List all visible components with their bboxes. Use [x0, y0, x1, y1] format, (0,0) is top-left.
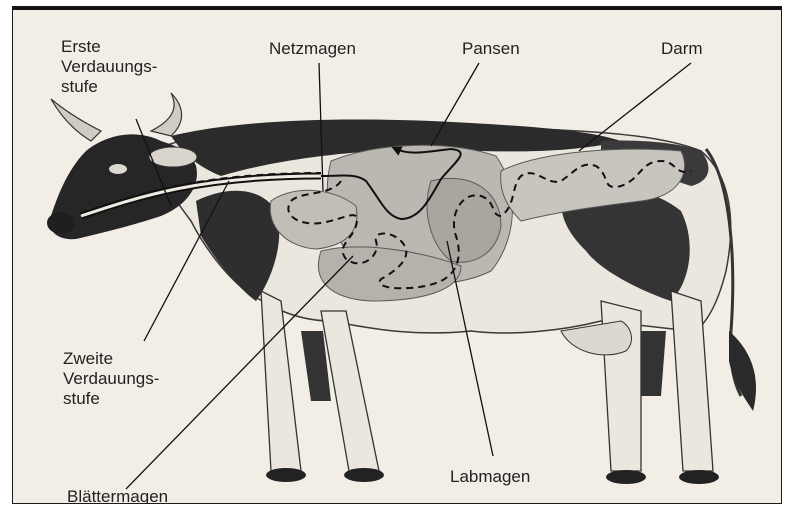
- label-zweite-line1: Zweite: [63, 349, 159, 369]
- cow-eye: [109, 164, 127, 174]
- label-zweite-line2: Verdauungs-: [63, 369, 159, 389]
- label-darm: Darm: [661, 39, 703, 59]
- label-erste-verdauungsstufe: Erste Verdauungs- stufe: [61, 37, 157, 97]
- label-zweite-line3: stufe: [63, 389, 159, 409]
- hind-leg-shading: [641, 331, 666, 396]
- label-erste-line2: Verdauungs-: [61, 57, 157, 77]
- hoof-2: [344, 468, 384, 482]
- label-pansen: Pansen: [462, 39, 520, 59]
- cow-horn-left: [51, 99, 101, 141]
- cow-front-leg-left: [261, 291, 301, 471]
- hoof-1: [266, 468, 306, 482]
- label-labmagen: Labmagen: [450, 467, 530, 487]
- label-erste-line3: stufe: [61, 77, 157, 97]
- diagram-frame: Erste Verdauungs- stufe Netzmagen Pansen…: [12, 6, 782, 504]
- cow-muzzle: [47, 212, 75, 234]
- hoof-4: [679, 470, 719, 484]
- hoof-3: [606, 470, 646, 484]
- label-zweite-verdauungsstufe: Zweite Verdauungs- stufe: [63, 349, 159, 409]
- cow-tail-tuft: [729, 331, 756, 411]
- label-netzmagen: Netzmagen: [269, 39, 356, 59]
- cow-ear: [149, 147, 197, 167]
- cow-horn-right: [151, 93, 182, 136]
- label-erste-line1: Erste: [61, 37, 157, 57]
- label-blaettermagen: Blättermagen: [67, 487, 168, 504]
